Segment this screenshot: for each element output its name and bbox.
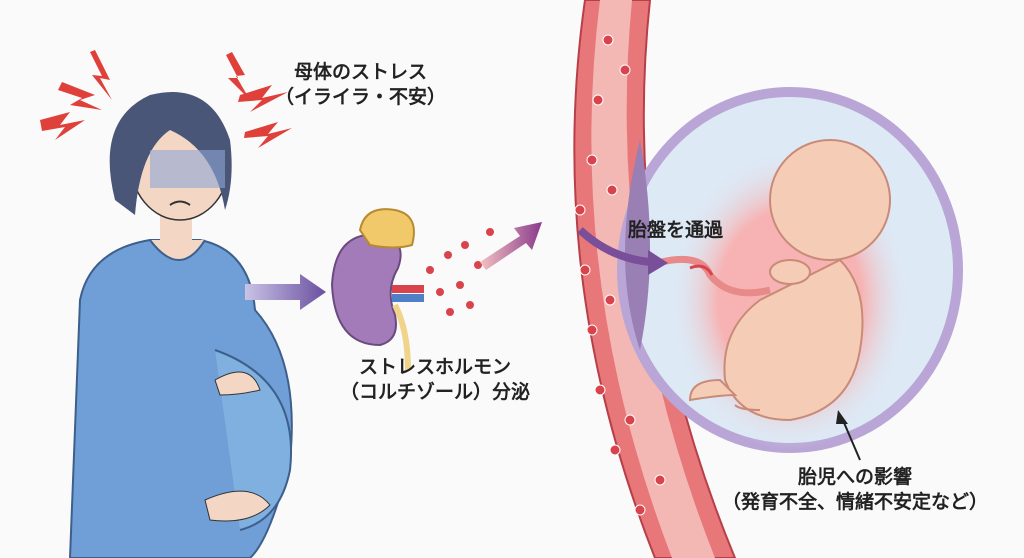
arrow-to-adrenal [245, 274, 326, 310]
stress-hormone-detail: （コルチゾール）分泌 [340, 381, 531, 403]
maternal-stress-label: 母体のストレス （イライラ・不安） [275, 60, 446, 110]
lightning-icons [40, 50, 292, 148]
stress-hormone-title: ストレスホルモン [359, 356, 512, 378]
maternal-stress-detail: （イライラ・不安） [275, 86, 447, 108]
fetal-effect-detail: （発育不全、情緒不安定など） [722, 491, 989, 513]
umbilical-cord [648, 255, 771, 297]
hormone-particles [426, 228, 494, 316]
placenta [625, 140, 650, 350]
pointer-line [841, 417, 861, 461]
placenta-arrow [577, 227, 651, 266]
placenta-label: 胎盤を通過 [628, 219, 724, 241]
pregnant-woman [68, 92, 293, 558]
fetal-effect-title: 胎児への影響 [798, 466, 913, 488]
fetus [688, 139, 891, 422]
fetal-effect-label: 胎児への影響 （発育不全、情緒不安定など） [722, 465, 988, 515]
maternal-stress-title: 母体のストレス [294, 61, 428, 83]
kidney-adrenal-icon [330, 208, 424, 371]
blood-cells [574, 34, 666, 516]
arrow-to-bloodstream [480, 222, 542, 270]
stress-hormone-label: ストレスホルモン （コルチゾール）分泌 [340, 355, 530, 405]
